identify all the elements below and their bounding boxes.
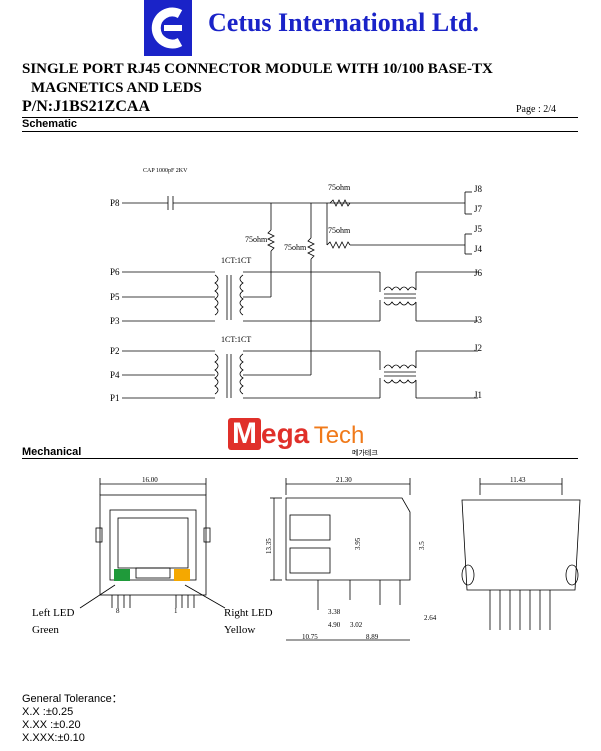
pin-p6: P6 xyxy=(110,267,120,277)
dim-d5: 8.89 xyxy=(366,633,379,641)
title-line-2: MAGNETICS AND LEDS xyxy=(31,80,202,96)
logo-c-icon xyxy=(151,7,183,49)
tolerance-line: X.XXX:±0.10 xyxy=(22,732,85,744)
title-line-1: SINGLE PORT RJ45 CONNECTOR MODULE WITH 1… xyxy=(22,61,493,77)
dim-right-height: 3.5 xyxy=(418,541,426,550)
pin-j5: J5 xyxy=(474,224,483,234)
dim-d3: 3.02 xyxy=(350,621,363,629)
mechanical-rule xyxy=(22,458,578,459)
resistor-label-1: 75ohm xyxy=(328,183,351,192)
page-number: Page : 2/4 xyxy=(516,104,556,115)
left-led-color: Green xyxy=(32,624,59,636)
pin-j1: J1 xyxy=(474,390,482,400)
dim-back-width: 11.43 xyxy=(510,476,526,484)
tolerance-block: General Tolerance： X.X :±0.25 X.XX :±0.2… xyxy=(22,693,123,745)
watermark-subtext: 메가테크 xyxy=(352,449,378,457)
front-pins xyxy=(111,595,195,608)
dim-inner-height: 3.95 xyxy=(354,537,362,550)
watermark-ega: ega xyxy=(261,418,310,449)
pin-1-label: 1 xyxy=(174,607,178,615)
dim-d1: 3.38 xyxy=(328,608,341,616)
dim-side-height: 13.35 xyxy=(265,538,273,554)
cap-label: CAP 1000pF 2KV xyxy=(143,168,188,174)
right-led-label: Right LED xyxy=(224,607,273,619)
tolerance-line: X.X :±0.25 xyxy=(22,706,74,718)
pin-j2: J2 xyxy=(474,343,482,353)
dim-d2: 4.90 xyxy=(328,621,341,629)
pin-p8: P8 xyxy=(110,198,120,208)
transformer-label-1: 1CT:1CT xyxy=(221,256,251,265)
tolerance-line: X.XX :±0.20 xyxy=(22,719,81,731)
pin-p4: P4 xyxy=(110,370,120,380)
transformer-label-2: 1CT:1CT xyxy=(221,335,251,344)
dim-d6: 2.64 xyxy=(424,614,437,622)
pin-p5: P5 xyxy=(110,292,120,302)
pin-p3: P3 xyxy=(110,316,120,326)
right-led-color: Yellow xyxy=(224,624,255,636)
dim-front-width: 16.00 xyxy=(142,476,158,484)
pin-j3: J3 xyxy=(474,315,483,325)
section-mechanical: Mechanical xyxy=(22,446,82,458)
pin-p2: P2 xyxy=(110,346,120,356)
left-led-label: Left LED xyxy=(32,607,75,619)
pin-j7: J7 xyxy=(474,204,483,214)
watermark-tech: Tech xyxy=(313,422,365,449)
schematic-rule xyxy=(22,131,578,132)
resistor-label-3: 75ohm xyxy=(245,235,268,244)
section-schematic: Schematic xyxy=(22,118,78,130)
resistor-label-2: 75ohm xyxy=(328,226,351,235)
document-title: SINGLE PORT RJ45 CONNECTOR MODULE WITH 1… xyxy=(22,60,582,98)
pin-p1: P1 xyxy=(110,393,120,403)
mechanical-drawing: 16.00 21.30 11.43 13.35 3.95 3.5 3.38 4.… xyxy=(32,476,581,641)
led-green xyxy=(114,569,130,581)
company-logo xyxy=(144,0,192,56)
pin-8-label: 8 xyxy=(116,607,120,615)
schematic-diagram: CAP 1000pF 2KV 75ohm 75ohm 75ohm 75ohm 1… xyxy=(110,168,483,403)
watermark-m: M xyxy=(228,418,261,450)
tolerance-heading: General Tolerance： xyxy=(22,693,123,705)
dim-d4: 10.75 xyxy=(302,633,318,641)
pin-j4: J4 xyxy=(474,244,483,254)
resistor-label-4: 75ohm xyxy=(284,243,307,252)
company-name: Cetus International Ltd. xyxy=(208,8,479,37)
led-yellow xyxy=(174,569,190,581)
part-number: P/N:J1BS21ZCAA xyxy=(22,98,151,115)
pin-j8: J8 xyxy=(474,184,483,194)
dim-side-width: 21.30 xyxy=(336,476,352,484)
pin-j6: J6 xyxy=(474,268,483,278)
header-rule xyxy=(22,117,578,118)
